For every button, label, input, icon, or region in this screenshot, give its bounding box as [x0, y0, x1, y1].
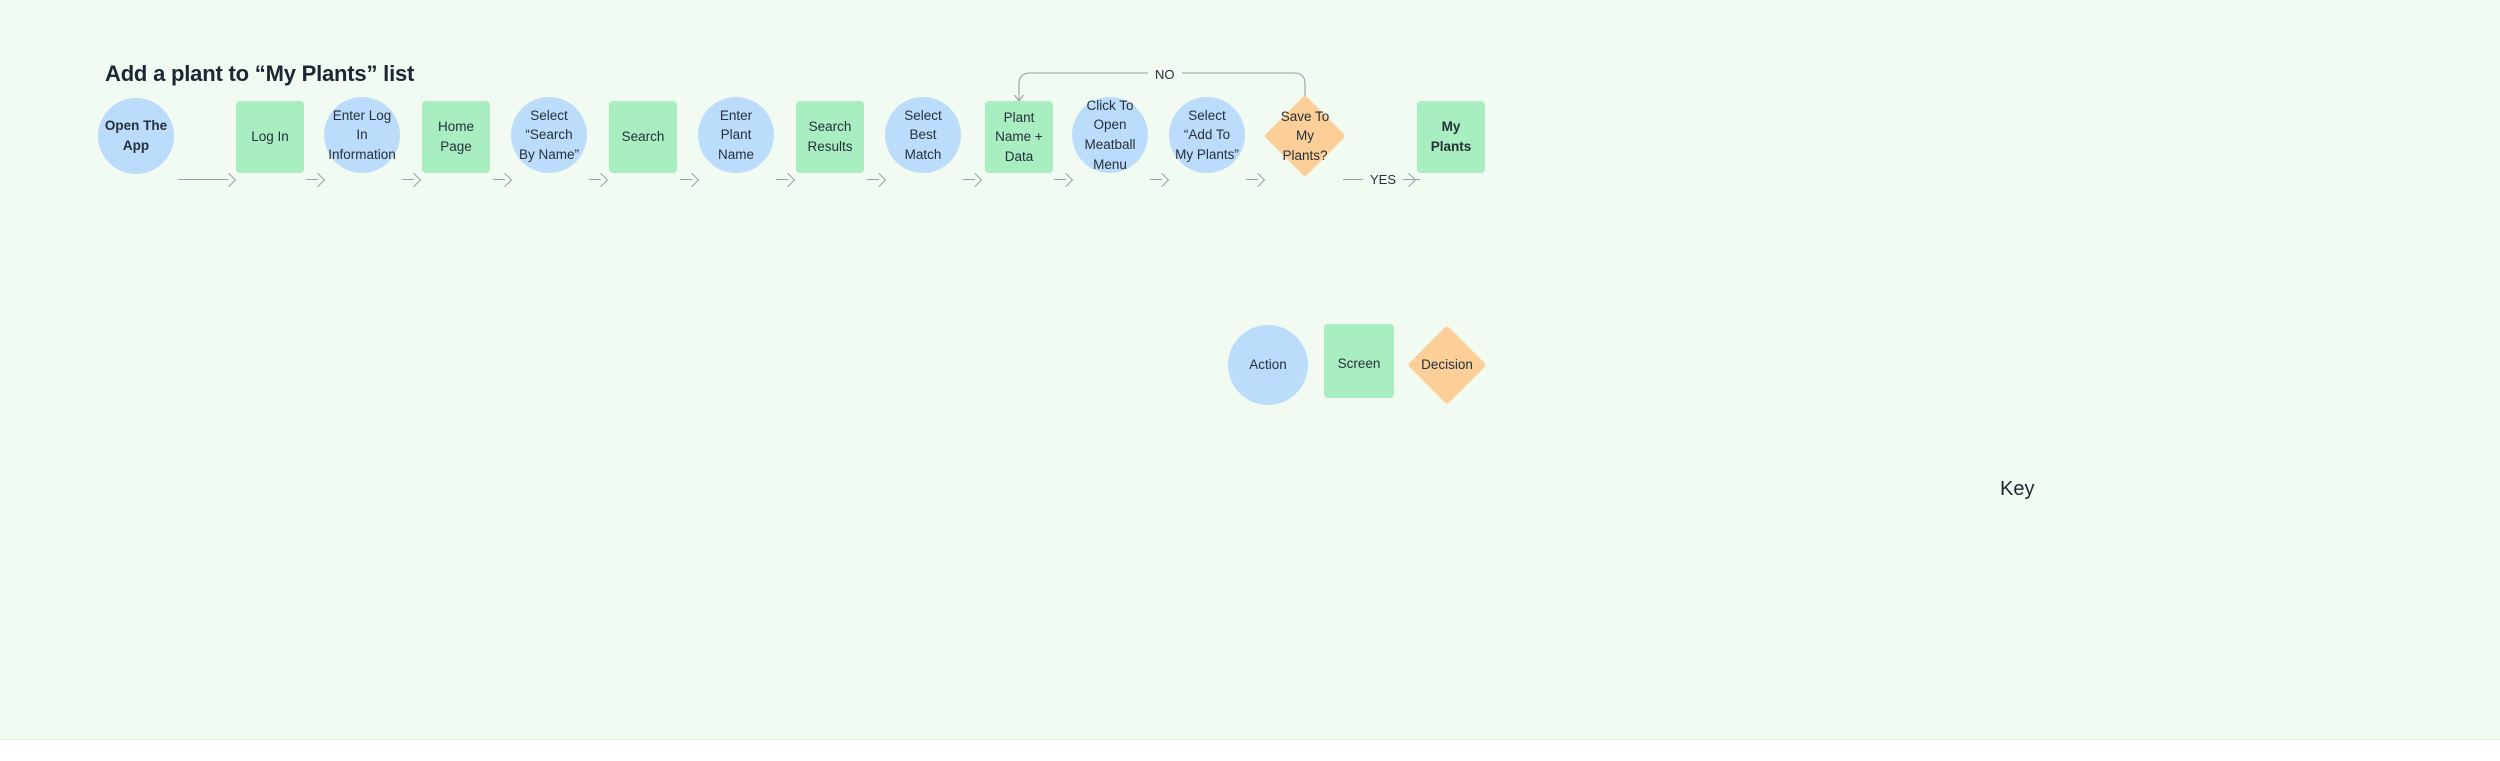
arrowhead-6: [684, 172, 700, 188]
flow-node-click-meatball-menu[interactable]: Click To Open Meatball Menu: [1072, 97, 1148, 173]
arrowhead-12: [1250, 172, 1266, 188]
connector-11: [1150, 179, 1162, 180]
connector-5: [589, 179, 601, 180]
arrowhead-1: [221, 172, 237, 188]
connector-10: [1054, 179, 1066, 180]
key-title: Key: [2000, 478, 2035, 500]
flow-node-plant-name-data[interactable]: Plant Name + Data: [985, 101, 1053, 173]
flow-node-label: Click To Open Meatball Menu: [1084, 97, 1136, 172]
flow-node-label: Search Results: [807, 119, 853, 154]
key-item-label: Action: [1249, 357, 1287, 373]
flow-node-label: Enter Plant Name: [717, 107, 754, 162]
connector-3: [402, 179, 414, 180]
connector-2: [306, 179, 318, 180]
arrowhead-8: [871, 172, 887, 188]
connector-4: [493, 179, 505, 180]
flow-node-label: Home Page: [437, 119, 474, 154]
arrowhead-4: [497, 172, 513, 188]
flow-node-select-add-to-my-plants[interactable]: Select “Add To My Plants”: [1169, 97, 1245, 173]
connector-9: [963, 179, 975, 180]
edge-label-yes: YES: [1363, 173, 1404, 186]
diagram-canvas: Add a plant to “My Plants” list YES NO O…: [0, 0, 2500, 740]
flow-node-save-to-my-plants[interactable]: Save To My Plants?: [1263, 93, 1347, 179]
arrowhead-2: [310, 172, 326, 188]
arrowhead-yes: [1401, 172, 1417, 188]
flow-node-label: Log In: [251, 129, 289, 145]
flow-node-label: Select “Add To My Plants”: [1175, 107, 1239, 162]
flow-node-select-best-match[interactable]: Select Best Match: [885, 97, 961, 173]
page-title: Add a plant to “My Plants” list: [105, 61, 415, 86]
key-item-decision: Decision: [1407, 325, 1487, 405]
flow-node-select-search-by-name[interactable]: Select “Search By Name”: [511, 97, 587, 173]
flow-node-label: Enter Log In Information: [328, 107, 396, 162]
arrowhead-10: [1058, 172, 1074, 188]
flow-node-label: Select “Search By Name”: [518, 107, 579, 162]
arrowhead-9: [967, 172, 983, 188]
key-item-screen: Screen: [1324, 324, 1394, 398]
arrowhead-11: [1154, 172, 1170, 188]
flow-node-search[interactable]: Search: [609, 101, 677, 173]
key-item-label: Decision: [1421, 357, 1473, 373]
arrowhead-5: [593, 172, 609, 188]
flow-node-enter-log-in-info[interactable]: Enter Log In Information: [324, 97, 400, 173]
connector-7: [776, 179, 788, 180]
connector-8: [867, 179, 879, 180]
arrowhead-7: [780, 172, 796, 188]
flow-node-label: My Plants: [1430, 119, 1472, 154]
edge-label-no: NO: [1148, 68, 1182, 81]
flow-node-label: Plant Name + Data: [995, 109, 1043, 164]
key-item-label: Screen: [1337, 356, 1381, 371]
flow-node-open-the-app[interactable]: Open The App: [98, 98, 174, 174]
key-item-action: Action: [1228, 325, 1308, 405]
flow-node-label: Open The App: [104, 118, 168, 153]
flow-node-label: Save To My Plants?: [1280, 108, 1330, 163]
connector-1: [178, 179, 228, 180]
flow-node-enter-plant-name[interactable]: Enter Plant Name: [698, 97, 774, 173]
flow-node-my-plants[interactable]: My Plants: [1417, 101, 1485, 173]
connector-6: [680, 179, 692, 180]
arrowhead-3: [406, 172, 422, 188]
flow-node-label: Search: [621, 129, 665, 145]
flow-node-label: Select Best Match: [904, 107, 942, 162]
flow-node-log-in[interactable]: Log In: [236, 101, 304, 173]
flow-node-home-page[interactable]: Home Page: [422, 101, 490, 173]
connector-12: [1246, 179, 1258, 180]
flow-node-search-results[interactable]: Search Results: [796, 101, 864, 173]
